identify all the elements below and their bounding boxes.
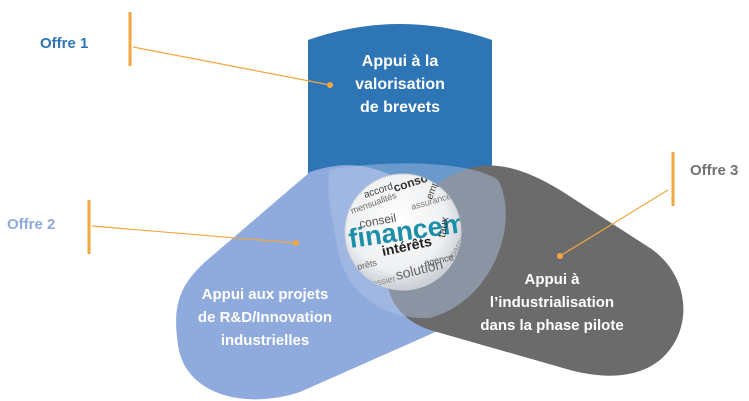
word-cloud-word: conseil [358,211,397,231]
connector-dot-offer-1 [327,82,333,88]
connector-offer-2 [91,225,297,244]
offer-2-text-line: de R&D/Innovation [197,309,333,326]
offer-2-text-line: industrielles [220,332,310,349]
offer-1-text-line: Appui à la [361,53,439,70]
offer-2-text: Appui aux projets de R&D/Innovation indu… [190,283,340,352]
offer-3-text-line: dans la phase pilote [480,317,624,334]
offer-3-shape [386,165,684,376]
offer-1-text: Appui à la valorisation de brevets [318,50,482,119]
offer-3-text: Appui à l’industrialisation dans la phas… [462,268,642,337]
offer-2-text-line: Appui aux projets [201,286,329,303]
offer-3-label: Offre 3 [690,162,739,179]
connector-offer-1 [132,46,331,86]
offer-3-text-line: Appui à [524,271,580,288]
offer-1-shape [308,24,492,208]
connector-dot-offer-3 [557,253,563,259]
connector-offer-3 [559,189,669,257]
offer-3-text-line: l’industrialisation [489,294,615,311]
offer-2-label: Offre 2 [7,216,56,233]
offer-1-text-line: valorisation [355,76,445,93]
word-cloud-sphere [344,173,462,291]
connector-dot-offer-2 [293,240,299,246]
offer-1-text-line: de brevets [359,99,441,116]
offer-1-label: Offre 1 [40,35,89,52]
word-cloud-word: prêts [356,257,378,272]
word-cloud-word: taux [436,215,452,238]
